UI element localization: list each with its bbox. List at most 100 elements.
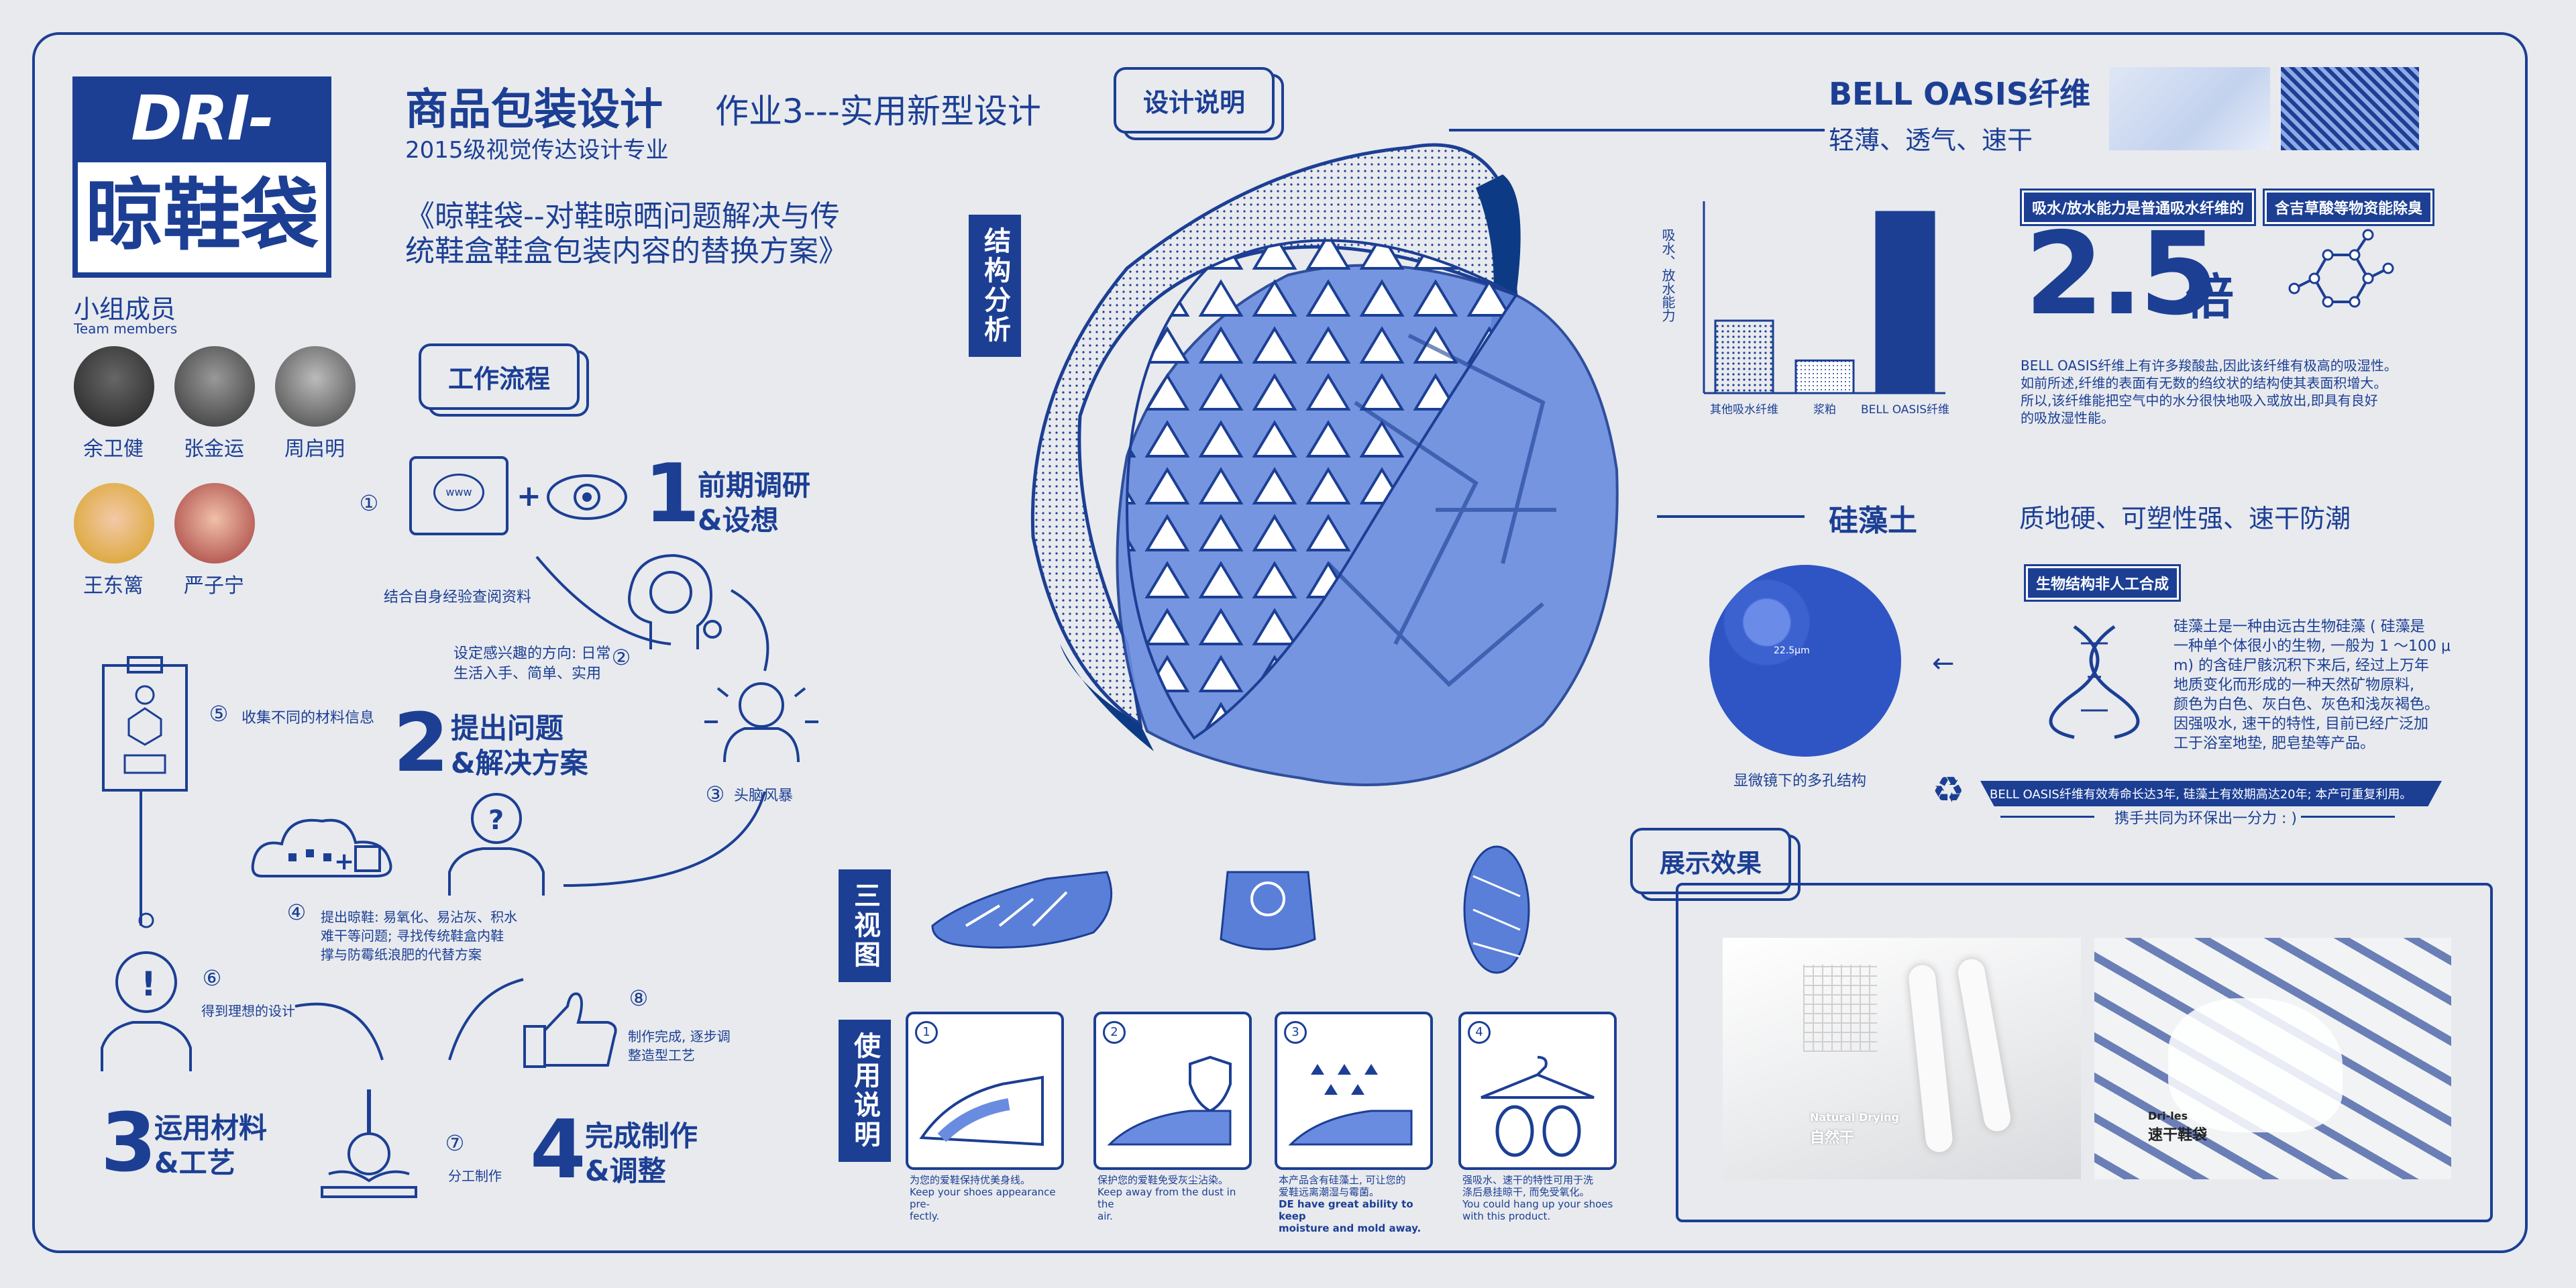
design-divider — [1449, 129, 1825, 131]
towel-grid — [1803, 965, 1877, 1052]
shoe-shape-icon — [919, 1075, 1044, 1146]
x-tick-label: 其他吸水纤维 — [1710, 403, 1778, 417]
eco-line-right — [2301, 816, 2395, 818]
eye-icon — [547, 474, 627, 520]
step-2-number: 2 — [393, 697, 449, 790]
step-number-1: ① — [359, 490, 379, 516]
front-view-image — [1220, 871, 1316, 951]
member-name: 严子宁 — [184, 574, 244, 598]
page-subtitle: 作业3---实用新型设计 — [715, 92, 1041, 131]
brainstorm-icon — [704, 682, 818, 763]
fiber-desc-line: BELL OASIS纤维上有许多羧酸盐,因此该纤维有极高的吸湿性。 — [2021, 358, 2398, 374]
diatom-desc-line: 颜色为白色、灰白色、灰色和浅灰褐色。 — [2174, 696, 2440, 713]
usage-text-4: 强吸水、速干的特性可用于洗 涤后悬挂晾干, 而免受氧化。 You could h… — [1462, 1174, 1617, 1222]
usage-text-1: 为您的爱鞋保持优美身线。 Keep your shoes appearance … — [910, 1174, 1064, 1222]
step-4-sub: &调整 — [585, 1155, 666, 1187]
fiber-tag-deodor: 含吉草酸等物资能除臭 — [2262, 189, 2435, 226]
step-number-5: ⑤ — [209, 701, 229, 727]
step-3-sub: &工艺 — [154, 1146, 235, 1179]
svg-text:+: + — [334, 848, 354, 875]
eco-line-left — [2000, 816, 2094, 818]
fiber-desc-line: 如前所述,纤维的表面有无数的绉纹状的结构使其表面积增大。 — [2021, 375, 2387, 391]
clipboard-icon — [102, 656, 188, 792]
project-line-2: 统鞋盒鞋盒包装内容的替换方案》 — [405, 234, 848, 268]
step-2-desc-a: 设定感兴趣的方向: 日常 — [453, 645, 611, 662]
usage-card-1: 1 — [906, 1012, 1064, 1170]
diatom-desc-line: 因强吸水, 速干的特性, 目前已经广泛加 — [2174, 716, 2428, 733]
logo-en: DRI-LES — [78, 82, 326, 228]
moisture-icon — [1288, 1064, 1413, 1146]
avatar — [74, 346, 154, 427]
svg-text:!: ! — [141, 965, 156, 1004]
step-1-sub: &设想 — [698, 504, 779, 537]
member-name: 张金运 — [184, 437, 244, 461]
usage-cn: 强吸水、速干的特性可用于洗 — [1462, 1174, 1594, 1186]
x-tick-label: 浆粕 — [1813, 403, 1836, 417]
connector-line — [448, 978, 524, 1061]
thumbs-up-icon — [523, 992, 617, 1068]
eco-banner: BELL OASIS纤维有效寿命长达3年, 硅藻土有效期高达20年; 本产可重复… — [1980, 781, 2442, 806]
usage-card-number: 3 — [1284, 1021, 1307, 1044]
dry-bag-image — [2168, 998, 2343, 1132]
avatar — [174, 346, 255, 427]
craft-tool-icon — [321, 1089, 417, 1198]
step-number-2: ② — [611, 645, 631, 670]
usage-en: moisture and mold away. — [1279, 1222, 1421, 1234]
project-line-1: 《晾鞋袋--对鞋晾晒问题解决与传 — [405, 199, 840, 233]
fiber-bar-chart: 其他吸水纤维 浆粕 BELL OASIS纤维 — [1703, 201, 1949, 417]
display-caption-en: Dri-les — [2148, 1110, 2188, 1122]
bar-2 — [1875, 211, 1935, 394]
usage-en: Keep your shoes appearance pre- — [910, 1186, 1056, 1210]
brain-head-icon — [628, 553, 722, 649]
usage-en: fectly. — [910, 1210, 940, 1222]
step-4-desc-c: 撑与防霉纸浪肥的代替方案 — [321, 947, 482, 963]
recycle-icon: ♻ — [1932, 769, 1965, 811]
avatar — [174, 483, 255, 564]
member-name: 王东篱 — [83, 574, 144, 598]
page-title: 商品包装设计 — [405, 85, 663, 135]
shoe-tree-white — [1955, 957, 2013, 1134]
step-1-number: 1 — [644, 447, 700, 541]
hanger-icon — [1481, 1056, 1595, 1157]
step-number-7: ⑦ — [445, 1130, 465, 1156]
step-7-desc: 分工制作 — [448, 1168, 502, 1184]
bar-1 — [1794, 359, 1855, 394]
usage-en: air. — [1097, 1210, 1113, 1222]
plus-icon: + — [517, 479, 541, 513]
design-label: 设计说明 — [1114, 67, 1275, 133]
usage-card-number: 2 — [1103, 1021, 1126, 1044]
diatom-desc-line: m) 的含硅尸骸沉积下来后, 经过上万年 — [2174, 657, 2429, 674]
fiber-desc-line: 的吸放湿性能。 — [2021, 410, 2114, 426]
step-3-title: 运用材料 — [154, 1112, 268, 1144]
step-1-title: 前期调研 — [698, 469, 811, 502]
fiber-big-number: 2.5 — [2025, 208, 2218, 341]
shield-icon — [1107, 1055, 1232, 1146]
usage-en: Keep away from the dust in the — [1097, 1186, 1236, 1210]
x-tick-label: BELL OASIS纤维 — [1861, 403, 1949, 417]
step-number-4: ④ — [286, 900, 307, 925]
step-6-desc: 得到理想的设计 — [201, 1003, 295, 1019]
top-view-image — [1463, 845, 1530, 974]
step-number-8: ⑧ — [629, 985, 649, 1011]
step-8-desc-b: 整造型工艺 — [628, 1047, 695, 1063]
display-caption-cn: 自然干 — [1810, 1130, 1855, 1146]
svg-text:?: ? — [488, 805, 504, 836]
fiber-features: 轻薄、透气、速干 — [1829, 125, 2033, 155]
step-2-desc-b: 生活入手、简单、实用 — [453, 665, 602, 682]
display-caption-cn: 速干鞋袋 — [2148, 1127, 2208, 1144]
structure-label: 结构分析 — [969, 215, 1021, 357]
avatar — [275, 346, 356, 427]
usage-card-number: 1 — [915, 1021, 938, 1044]
dna-icon — [2049, 625, 2140, 739]
usage-card-2: 2 — [1093, 1012, 1252, 1170]
fiber-description: BELL OASIS纤维上有许多羧酸盐,因此该纤维有极高的吸湿性。 如前所述,纤… — [2021, 357, 2398, 427]
step-4-number: 4 — [530, 1104, 586, 1197]
usage-cn: 保护您的爱鞋免受灰尘沾染。 — [1097, 1174, 1229, 1186]
step-number-3: ③ — [705, 782, 725, 807]
molecule-icon — [2288, 229, 2394, 308]
brand-logo: DRI-LES 晾鞋袋 — [72, 76, 331, 278]
fiber-big-unit: 倍 — [2186, 269, 2235, 325]
step-2-sub: &解决方案 — [451, 747, 588, 780]
usage-en: You could hang up your shoes — [1462, 1198, 1613, 1210]
shoe-tree-white — [1907, 963, 1954, 1154]
